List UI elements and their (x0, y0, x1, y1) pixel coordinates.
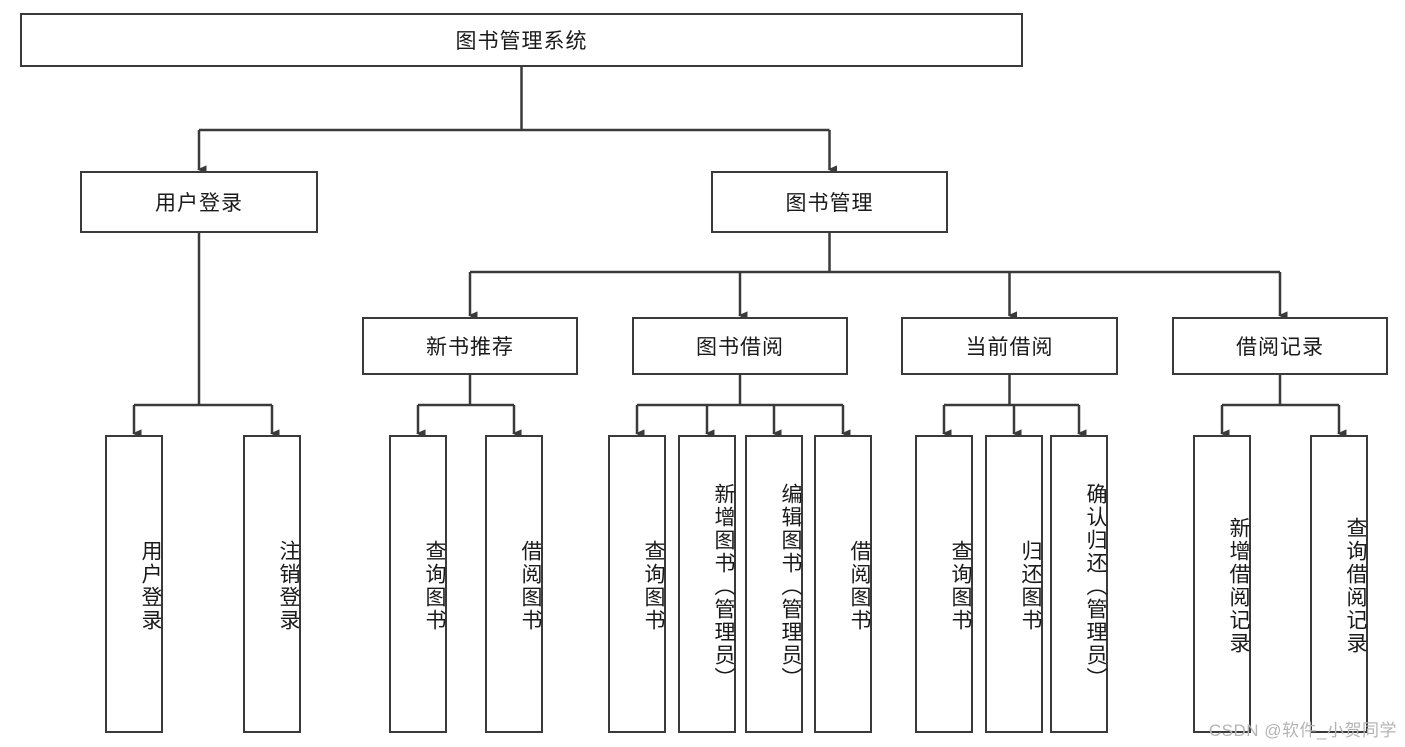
node-label: 新增图书（管理员） (712, 482, 735, 690)
node-label: 借阅记录 (1236, 336, 1324, 359)
node-leaf-confirm-return[interactable]: 确认归还（管理员） (1050, 435, 1108, 733)
node-label: 图书管理 (785, 192, 874, 215)
node-label: 借阅图书 (848, 540, 871, 632)
connector-lines (132, 67, 1347, 438)
node-current-borrow[interactable]: 当前借阅 (901, 317, 1118, 375)
node-leaf-return-book[interactable]: 归还图书 (985, 435, 1043, 733)
node-borrow-record[interactable]: 借阅记录 (1172, 317, 1388, 375)
node-label: 新书推荐 (426, 336, 514, 359)
node-label: 确认归还（管理员） (1084, 482, 1107, 690)
node-leaf-borrow-book[interactable]: 借阅图书 (814, 435, 872, 733)
node-label: 查询图书 (949, 540, 972, 632)
node-leaf-add-record[interactable]: 新增借阅记录 (1193, 435, 1251, 733)
node-new-book-rec[interactable]: 新书推荐 (362, 317, 578, 375)
node-label: 借阅图书 (519, 540, 542, 632)
node-leaf-query-book-borrow[interactable]: 查询图书 (608, 435, 666, 733)
node-label: 查询借阅记录 (1344, 517, 1367, 655)
node-label: 注销登录 (277, 540, 300, 632)
node-label: 归还图书 (1019, 540, 1042, 632)
node-label: 当前借阅 (965, 336, 1054, 359)
watermark-text: CSDN @软件_小贺同学 (1208, 721, 1397, 740)
node-book-borrow[interactable]: 图书借阅 (632, 317, 848, 375)
node-leaf-query-book-rec[interactable]: 查询图书 (389, 435, 447, 733)
node-label: 用户登录 (155, 192, 243, 215)
node-root-system[interactable]: 图书管理系统 (20, 13, 1023, 67)
node-label: 查询图书 (423, 540, 446, 632)
node-label: 新增借阅记录 (1227, 517, 1250, 655)
node-label: 用户登录 (139, 540, 162, 632)
node-leaf-add-book[interactable]: 新增图书（管理员） (678, 435, 736, 733)
node-leaf-user-login[interactable]: 用户登录 (105, 435, 163, 733)
node-label: 图书借阅 (696, 336, 784, 359)
node-leaf-query-book-current[interactable]: 查询图书 (915, 435, 973, 733)
node-label: 查询图书 (642, 540, 665, 632)
node-label: 编辑图书（管理员） (779, 482, 802, 690)
node-leaf-user-logout[interactable]: 注销登录 (243, 435, 301, 733)
node-user-login[interactable]: 用户登录 (80, 171, 318, 233)
node-label: 图书管理系统 (455, 30, 588, 53)
node-book-manage[interactable]: 图书管理 (711, 171, 948, 233)
node-leaf-edit-book[interactable]: 编辑图书（管理员） (745, 435, 803, 733)
node-leaf-query-record[interactable]: 查询借阅记录 (1310, 435, 1368, 733)
node-leaf-borrow-book-rec[interactable]: 借阅图书 (485, 435, 543, 733)
